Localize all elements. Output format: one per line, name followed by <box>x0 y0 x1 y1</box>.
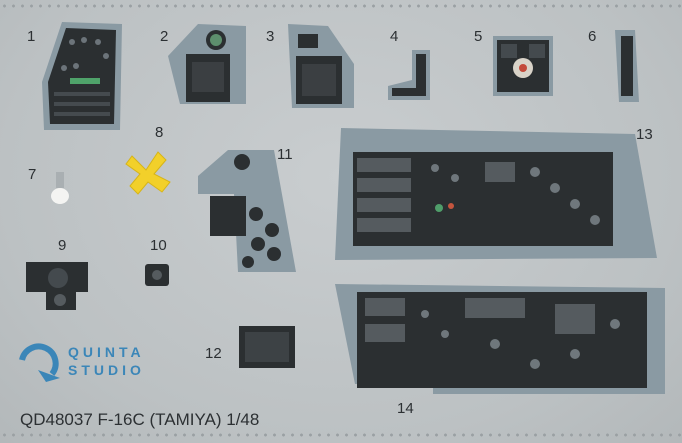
brand-logo: QUINTA STUDIO <box>16 336 166 386</box>
part-number-9: 9 <box>58 237 67 254</box>
sheet-title: QD48037 F-16C (TAMIYA) 1/48 <box>20 410 260 429</box>
part-number-5: 5 <box>474 28 483 45</box>
decal-part-3 <box>288 24 354 108</box>
decal-part-6 <box>615 30 639 102</box>
decal-part-12 <box>239 326 295 368</box>
decal-part-9 <box>26 262 88 310</box>
part-number-2: 2 <box>160 28 169 45</box>
decal-part-7 <box>51 172 69 204</box>
part-number-4: 4 <box>390 28 399 45</box>
part-number-13: 13 <box>636 126 653 143</box>
perforation-row <box>0 433 682 437</box>
decal-part-4 <box>388 50 430 100</box>
part-number-7: 7 <box>28 166 37 183</box>
brand-name-line-2: STUDIO <box>68 362 145 378</box>
decal-part-13 <box>335 128 657 260</box>
decal-part-11 <box>198 150 296 272</box>
part-number-10: 10 <box>150 237 167 254</box>
decal-part-14 <box>335 284 665 394</box>
decal-part-2 <box>168 24 246 104</box>
brand-name-line-1: QUINTA <box>68 344 145 360</box>
part-number-6: 6 <box>588 28 597 45</box>
part-number-8: 8 <box>155 124 164 141</box>
perforation-row <box>0 4 682 8</box>
part-number-1: 1 <box>27 28 36 45</box>
part-number-12: 12 <box>205 345 222 362</box>
part-number-3: 3 <box>266 28 275 45</box>
decal-part-8 <box>125 151 171 195</box>
part-number-14: 14 <box>397 400 414 417</box>
decal-part-10 <box>145 264 169 286</box>
decal-part-5 <box>493 36 553 96</box>
decal-part-1 <box>42 22 122 130</box>
part-number-11: 11 <box>277 146 293 163</box>
quinta-q-logo-icon <box>19 343 60 382</box>
